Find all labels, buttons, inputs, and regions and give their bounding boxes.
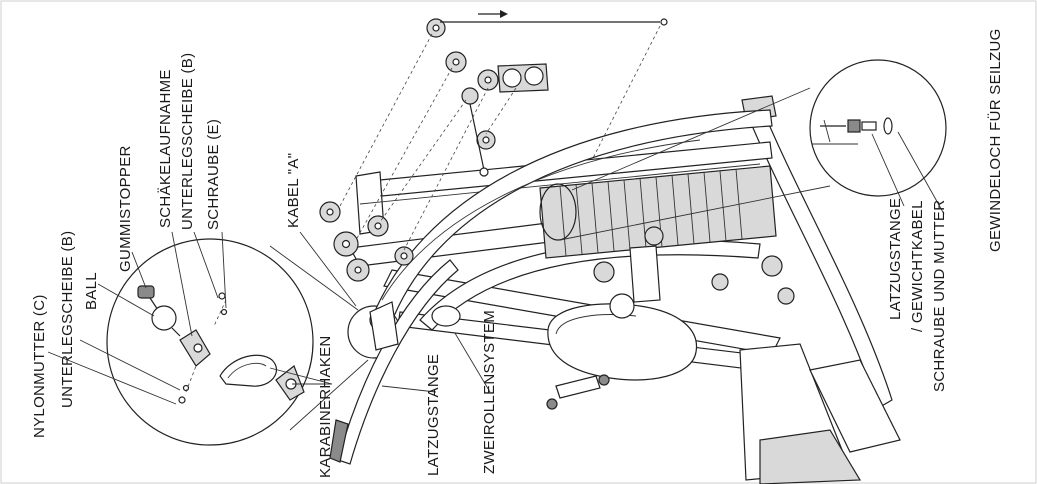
label-latzugstange-gewichtkabel-1: LATZUGSTANGE — [887, 198, 904, 320]
detail-connector-top — [269, 245, 359, 311]
frame-accessories — [431, 226, 795, 410]
carabiner-part — [219, 354, 278, 387]
leader-lines-right — [871, 131, 945, 215]
lat-pulldown-bar — [329, 259, 459, 465]
label-gummistopper: GUMMISTOPPER — [117, 145, 134, 272]
pulley-cluster-left — [319, 201, 414, 282]
label-ball: BALL — [83, 272, 100, 310]
label-unterlegscheibe-b-2: UNTERLEGSCHEIBE (B) — [179, 53, 196, 230]
bolt-part — [861, 121, 877, 131]
nut-part — [847, 119, 861, 133]
washer-b-bottom-part — [182, 384, 190, 392]
detail-circle-right — [809, 59, 947, 197]
label-kabel-a: KABEL "A" — [285, 153, 302, 228]
leader-lines-left — [47, 231, 491, 405]
rubber-stopper-part — [137, 285, 155, 299]
label-zweirollensystem: ZWEIROLLENSYSTEM — [481, 310, 498, 474]
label-schraube-e: SCHRAUBE (E) — [205, 119, 222, 230]
label-gewindeloch: GEWINDELOCH FÜR SEILZUG — [986, 28, 1004, 252]
detail-connector-right-top — [571, 87, 811, 191]
labels-group: NYLONMUTTER (C) UNTERLEGSCHEIBE (B) BALL… — [31, 28, 1004, 478]
detail-circle-left — [106, 238, 314, 446]
label-schaekelaufnahme: SCHÄKELAUFNAHME — [157, 69, 174, 228]
ball-part — [151, 305, 177, 331]
label-karabinerhaken: KARABINERHAKEN — [317, 335, 334, 478]
threaded-hole-part — [883, 117, 893, 135]
label-latzugstange-gewichtkabel-2: / GEWICHTKABEL — [909, 200, 926, 332]
weight-stack — [539, 165, 777, 259]
label-schraube-und-mutter: SCHRAUBE UND MUTTER — [931, 200, 948, 392]
detail-connector-right-bottom — [559, 185, 831, 241]
label-latzugstange: LATZUGSTANGE — [425, 354, 442, 476]
washer-b-top-part — [218, 292, 226, 300]
label-nylonmutter: NYLONMUTTER (C) — [31, 294, 48, 438]
detail-connector-bottom — [289, 359, 369, 431]
base-bottom-right — [739, 343, 901, 484]
pulley-cluster-top — [426, 10, 668, 177]
nylon-nut-part — [178, 396, 186, 404]
screw-e-part — [220, 308, 228, 316]
cable-guide-lines — [339, 25, 661, 251]
label-unterlegscheibe-b-1: UNTERLEGSCHEIBE (B) — [59, 231, 76, 408]
